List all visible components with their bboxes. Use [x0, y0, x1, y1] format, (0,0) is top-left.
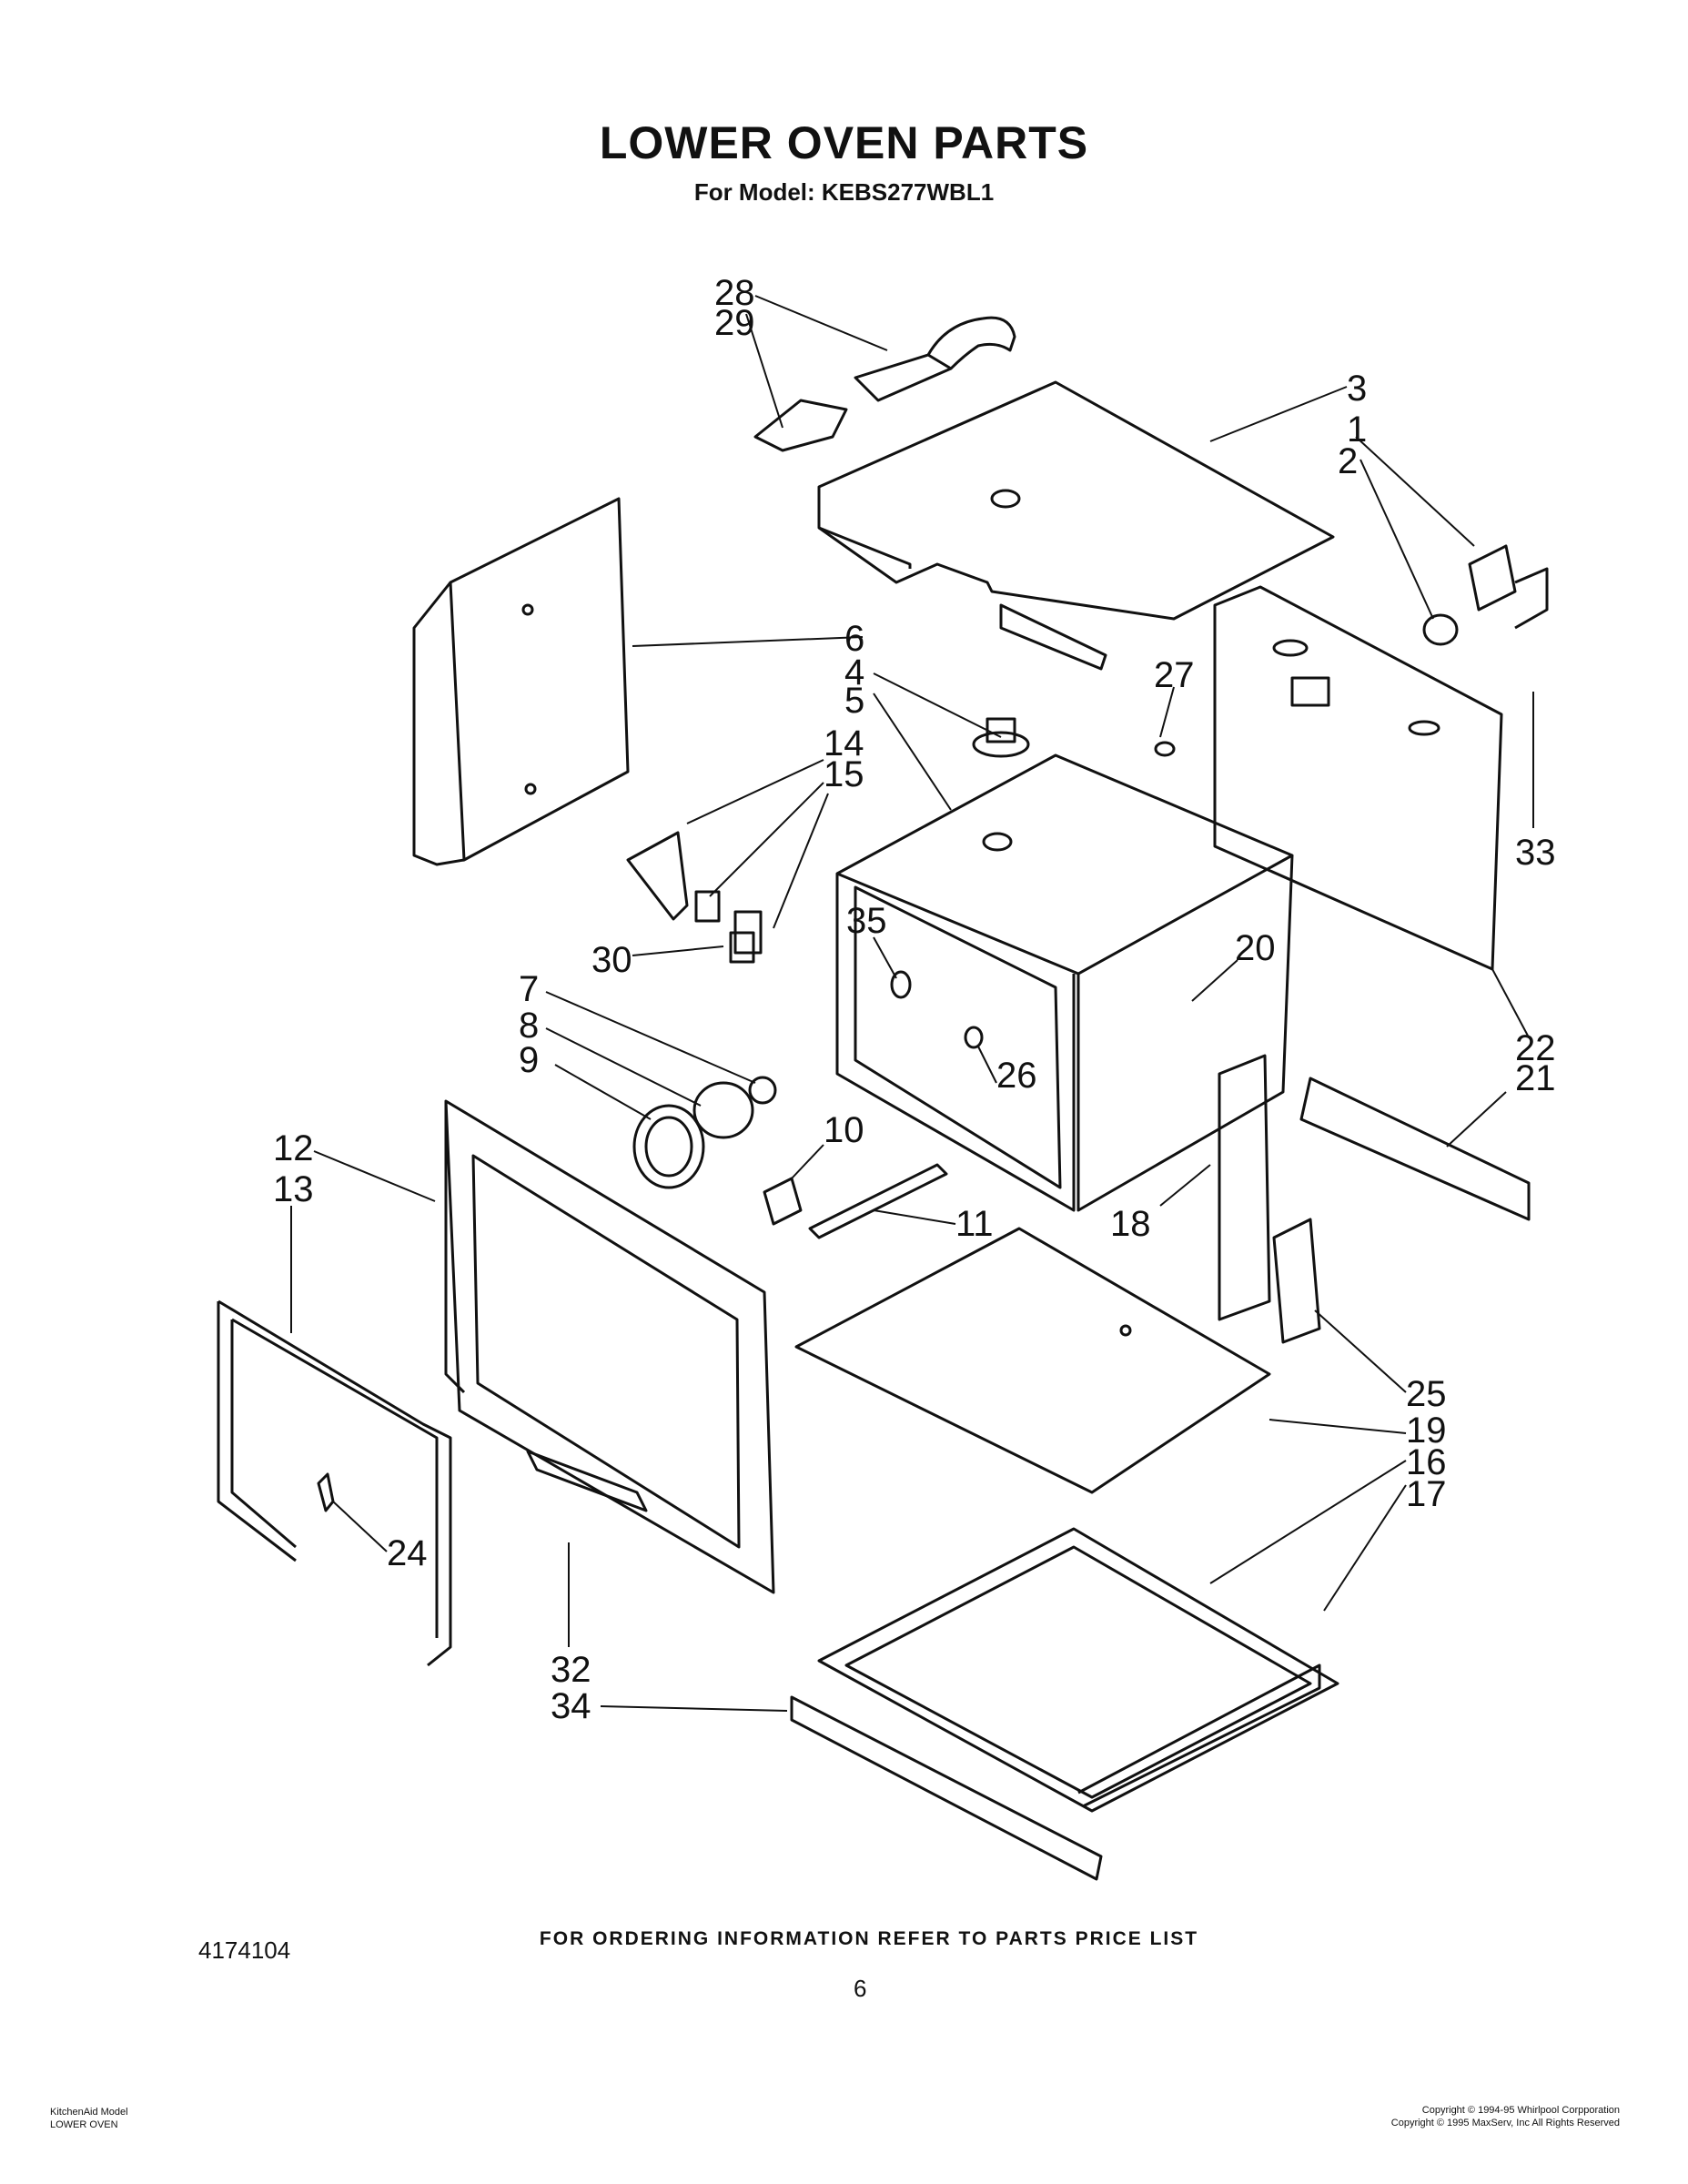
callout-8: 8 — [519, 1006, 539, 1046]
callout-9: 9 — [519, 1040, 539, 1080]
part-door-frame — [444, 1099, 775, 1594]
callout-19: 19 — [1406, 1410, 1447, 1451]
part-vent — [972, 717, 1176, 758]
part-side-bracket — [1218, 1054, 1271, 1321]
callout-35: 35 — [846, 901, 887, 941]
callout-20: 20 — [1235, 928, 1276, 968]
callout-4: 4 — [844, 652, 864, 693]
callout-24: 24 — [387, 1533, 428, 1573]
document-number: 4174104 — [198, 1936, 291, 1964]
callout-18: 18 — [1110, 1204, 1151, 1244]
ordering-note: FOR ORDERING INFORMATION REFER TO PARTS … — [539, 1928, 1199, 1949]
callout-29: 29 — [714, 303, 755, 343]
page-number: 6 — [854, 1975, 867, 2002]
callout-6: 6 — [844, 619, 864, 659]
callout-21: 21 — [1515, 1058, 1556, 1098]
part-top-panel — [817, 380, 1335, 671]
callout-32: 32 — [551, 1650, 591, 1690]
part-switches — [626, 831, 763, 964]
copyright-line-2: Copyright © 1995 MaxServ, Inc All Rights… — [1390, 2118, 1620, 2128]
model-subtitle: For Model: KEBS277WBL1 — [693, 178, 995, 206]
part-rail — [1299, 1077, 1531, 1221]
part-drawings — [217, 316, 1549, 1881]
callout-30: 30 — [591, 940, 632, 980]
callout-11: 11 — [955, 1204, 994, 1244]
part-kick-plate — [790, 1695, 1103, 1881]
callout-33: 33 — [1515, 833, 1556, 873]
callout-labels: 28 29 3 1 2 6 4 5 14 15 27 33 35 30 20 7… — [273, 273, 1556, 1726]
callout-3: 3 — [1347, 369, 1367, 409]
callout-7: 7 — [519, 969, 539, 1009]
callout-16: 16 — [1406, 1442, 1447, 1482]
part-lower-panel — [817, 1527, 1339, 1813]
brand-line-2: LOWER OVEN — [50, 2119, 118, 2130]
callout-17: 17 — [1406, 1474, 1447, 1514]
part-bracket — [1422, 544, 1549, 646]
callout-14: 14 — [824, 723, 864, 763]
part-door-hinge — [1272, 1218, 1321, 1344]
copyright-line-1: Copyright © 1994-95 Whirlpool Corpporati… — [1421, 2105, 1620, 2116]
callout-28: 28 — [714, 273, 755, 313]
part-oven-cavity — [835, 753, 1294, 1212]
callout-5: 5 — [844, 681, 864, 721]
callout-22: 22 — [1515, 1028, 1556, 1068]
callout-26: 26 — [996, 1056, 1037, 1096]
part-duct — [753, 316, 1016, 452]
part-door-gasket — [217, 1299, 452, 1667]
callout-10: 10 — [824, 1110, 864, 1150]
callout-2: 2 — [1338, 441, 1358, 481]
callout-13: 13 — [273, 1169, 314, 1209]
callout-1: 1 — [1347, 410, 1367, 450]
leader-lines — [290, 295, 1534, 1712]
part-hinge-strip — [763, 1163, 948, 1239]
callout-25: 25 — [1406, 1374, 1447, 1414]
callout-15: 15 — [824, 754, 864, 794]
callout-27: 27 — [1154, 655, 1195, 695]
part-left-side-panel — [412, 497, 630, 866]
part-oven-bottom — [794, 1227, 1271, 1494]
part-light-assembly — [632, 1076, 777, 1189]
brand-line-1: KitchenAid Model — [50, 2107, 128, 2118]
callout-34: 34 — [551, 1686, 591, 1726]
page-title: LOWER OVEN PARTS — [599, 117, 1089, 168]
callout-12: 12 — [273, 1128, 314, 1168]
part-back-panel — [1213, 585, 1503, 971]
